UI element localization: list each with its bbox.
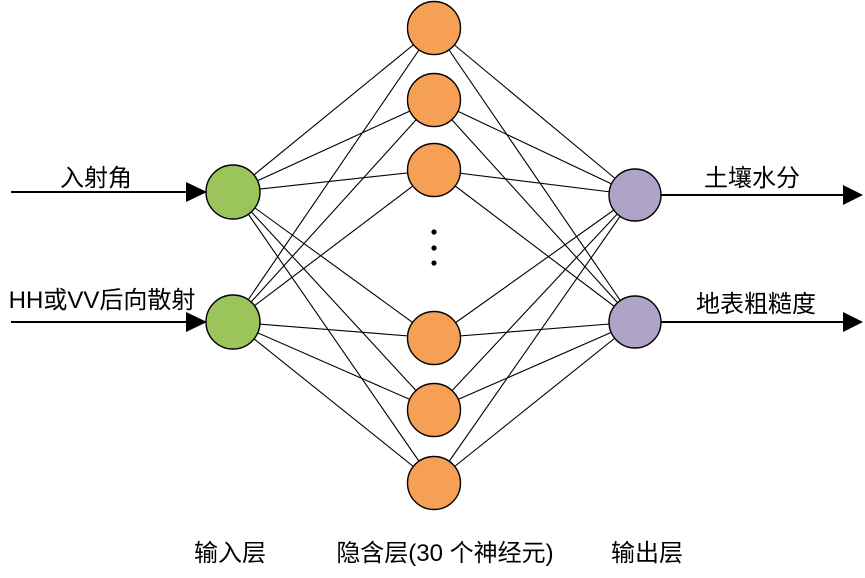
edge-hidden-5-output-1 (433, 194, 636, 411)
ellipsis-dot-3 (431, 260, 437, 266)
edge-hidden-2-output-2 (433, 99, 636, 323)
edge-input-2-hidden-2 (232, 99, 435, 323)
edge-input-2-hidden-4 (232, 321, 435, 339)
input-arrow-label-backscatter: HH或VV后向散射 (9, 287, 196, 314)
edge-input-1-hidden-1 (232, 27, 435, 193)
output-arrow-label-soil-moisture: 土壤水分 (704, 165, 800, 192)
hidden-node-4 (406, 310, 462, 366)
hidden-layer-label: 隐含层(30 个神经元) (336, 540, 553, 567)
output-arrow-1-head (843, 185, 863, 205)
input-arrow-2-head (186, 312, 207, 332)
edge-hidden-4-output-1 (433, 194, 636, 339)
hidden-node-3 (406, 142, 462, 198)
output-arrow-2-head (843, 312, 863, 332)
edge-hidden-1-output-2 (433, 27, 636, 323)
edge-input-2-hidden-3 (232, 169, 435, 323)
edge-hidden-2-output-1 (433, 99, 636, 196)
edge-input-1-hidden-2 (232, 99, 435, 193)
edge-hidden-1-output-1 (433, 27, 636, 196)
hidden-node-6 (406, 455, 462, 511)
output-arrow-label-roughness: 地表粗糙度 (696, 291, 816, 318)
edges-group (232, 27, 636, 484)
ellipsis-dot-1 (431, 229, 437, 235)
input-node-1 (205, 164, 261, 220)
input-node-2 (205, 294, 261, 350)
hidden-node-5 (406, 382, 462, 438)
input-arrow-label-incidence-angle: 入射角 (60, 165, 132, 192)
edge-input-2-hidden-1 (232, 27, 435, 323)
edge-input-1-hidden-6 (232, 191, 435, 484)
edge-input-2-hidden-5 (232, 321, 435, 411)
output-node-2 (608, 295, 662, 349)
edge-hidden-6-output-1 (433, 194, 636, 484)
edge-hidden-3-output-2 (433, 169, 636, 323)
hidden-node-1 (406, 0, 462, 56)
hidden-layer-ellipsis (431, 229, 437, 266)
input-layer-label: 输入层 (194, 540, 266, 567)
hidden-node-2 (406, 72, 462, 128)
edge-input-2-hidden-6 (232, 321, 435, 484)
edge-input-1-hidden-3 (232, 169, 435, 193)
ellipsis-dot-2 (431, 245, 437, 251)
arrows-group (11, 182, 863, 332)
output-layer-label: 输出层 (611, 540, 683, 567)
edge-input-1-hidden-4 (232, 191, 435, 339)
edge-hidden-6-output-2 (433, 321, 636, 484)
output-node-1 (608, 168, 662, 222)
edge-hidden-3-output-1 (433, 169, 636, 196)
edge-hidden-4-output-2 (433, 321, 636, 339)
labels-group: 入射角 HH或VV后向散射 土壤水分 地表粗糙度 输入层 隐含层(30 个神经元… (9, 165, 816, 567)
edge-hidden-5-output-2 (433, 321, 636, 411)
input-arrow-1-head (186, 182, 207, 202)
nodes-group (205, 0, 662, 511)
edge-input-1-hidden-5 (232, 191, 435, 411)
